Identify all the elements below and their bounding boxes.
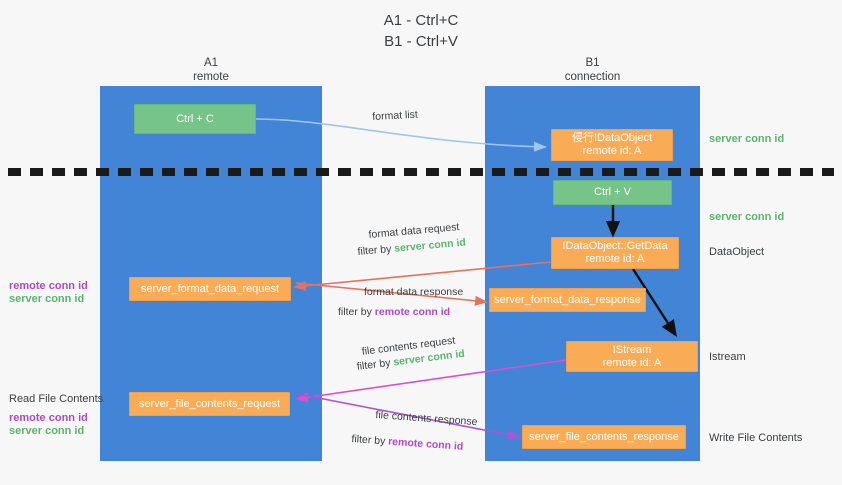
node-server-format-data-response[interactable]: server_format_data_response: [489, 288, 646, 312]
edge-label-format-data-response: format data response: [364, 286, 464, 298]
node-idataobject[interactable]: 侵行IDataObject remote id: A: [551, 129, 673, 161]
column-b1-name: B1: [585, 57, 600, 69]
column-a1-name: A1: [203, 57, 219, 69]
node-idataobject-line2: remote id: A: [582, 145, 642, 157]
filter-prefix: filter by: [338, 306, 375, 318]
label-istream: Istream: [709, 351, 746, 363]
node-getdata-line2: remote id: A: [585, 253, 645, 265]
node-istream[interactable]: IStream remote id: A: [566, 341, 698, 372]
column-b1-role: connection: [564, 71, 621, 83]
node-istream-line1: IStream: [612, 343, 652, 356]
label-dataobject: DataObject: [709, 246, 765, 258]
filter-prefix: filter by: [351, 432, 389, 448]
node-server-file-contents-response[interactable]: server_file_contents_response: [522, 425, 686, 449]
node-server-file-contents-response-label: server_file_contents_response: [529, 430, 679, 443]
page-title: A1 - Ctrl+C B1 - Ctrl+V: [0, 10, 842, 52]
node-ctrl-c-label: Ctrl + C: [176, 112, 214, 125]
edge-label-file-contents-response: file contents response: [375, 408, 478, 429]
filter-prefix: filter by: [356, 356, 395, 373]
node-getdata-line1: IDataObject::GetData: [562, 240, 668, 252]
node-idataobject-line1: 侵行IDataObject: [571, 132, 653, 144]
node-server-format-data-request-label: server_format_data_request: [140, 282, 280, 295]
column-header-a1: A1 remote: [100, 56, 322, 84]
label-write-file-contents: Write File Contents: [709, 432, 803, 444]
filter-key-server-conn-id: server conn id: [393, 236, 467, 255]
filter-key-remote-conn-id: remote conn id: [374, 306, 451, 318]
label-server-conn-id-2: server conn id: [9, 425, 85, 437]
node-server-file-contents-request[interactable]: server_file_contents_request: [129, 392, 290, 416]
title-line-1: A1 - Ctrl+C: [383, 12, 459, 29]
label-read-file-contents: Read File Contents: [9, 393, 104, 405]
label-remote-conn-id-1: remote conn id: [9, 280, 88, 292]
label-server-conn-id-1: server conn id: [9, 293, 85, 305]
column-header-b1: B1 connection: [485, 56, 700, 84]
node-server-format-data-request[interactable]: server_format_data_request: [129, 277, 291, 301]
node-idataobject-getdata[interactable]: IDataObject::GetData remote id: A: [551, 237, 679, 269]
edge-label-file-contents-response-filter: filter by remote conn id: [351, 432, 464, 454]
node-ctrl-v-label: Ctrl + V: [594, 186, 631, 198]
node-server-format-data-response-label: server_format_data_response: [494, 293, 641, 306]
node-server-file-contents-request-label: server_file_contents_request: [138, 397, 281, 410]
label-remote-conn-id-2: remote conn id: [9, 412, 88, 424]
node-ctrl-c[interactable]: Ctrl + C: [134, 104, 256, 134]
column-a1-role: remote: [193, 71, 229, 83]
node-istream-line2: remote id: A: [602, 356, 662, 369]
label-server-conn-id-mid: server conn id: [709, 211, 785, 223]
node-ctrl-v[interactable]: Ctrl + V: [553, 180, 672, 205]
edge-label-format-data-response-filter: filter by remote conn id: [338, 305, 450, 319]
label-server-conn-id-top: server conn id: [709, 133, 785, 145]
filter-prefix: filter by: [357, 242, 395, 258]
edge-label-format-list: format list: [372, 108, 419, 123]
filter-key-remote-conn-id: remote conn id: [387, 435, 464, 453]
title-line-2: B1 - Ctrl+V: [384, 33, 458, 50]
